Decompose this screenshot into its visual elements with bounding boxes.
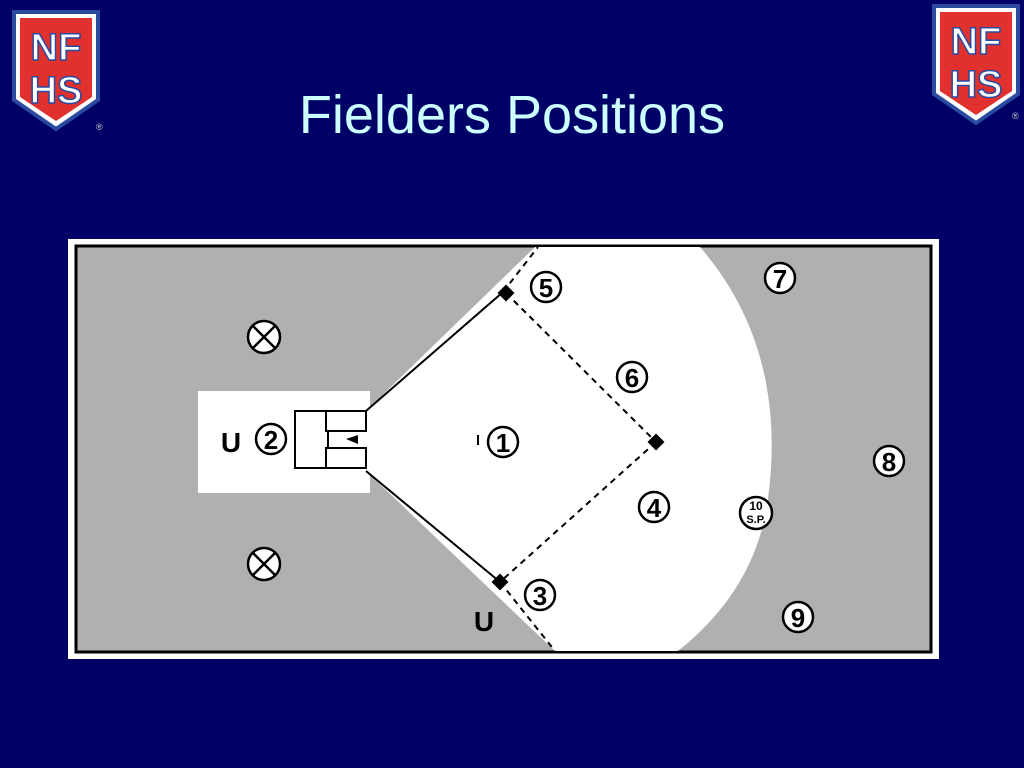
fielder-10-short-fielder: 10 S.P. <box>738 495 774 531</box>
first-base <box>491 573 509 591</box>
basepath-3-2 <box>505 292 657 443</box>
fielder-8: 8 <box>872 444 906 478</box>
umpire-plate: U <box>221 427 241 458</box>
svg-text:1: 1 <box>496 428 510 458</box>
fielder-6: 6 <box>615 360 649 394</box>
svg-text:7: 7 <box>773 264 787 294</box>
fielder-4: 4 <box>637 490 671 524</box>
svg-text:3: 3 <box>533 581 547 611</box>
fielder-3: 3 <box>523 578 557 612</box>
field-diagram: 1 2 3 4 5 6 7 8 <box>68 239 939 659</box>
field-diagram-svg: 1 2 3 4 5 6 7 8 <box>74 244 933 654</box>
logo-right-line1: NF <box>951 21 1002 63</box>
svg-text:2: 2 <box>264 425 278 455</box>
svg-text:10: 10 <box>749 499 763 513</box>
slide-title: Fielders Positions <box>298 85 726 145</box>
nfhs-logo-left: NF HS ® <box>12 10 103 132</box>
third-base-line <box>365 291 504 412</box>
svg-text:9: 9 <box>791 603 805 633</box>
home-plate <box>346 435 358 444</box>
umpire-base: U <box>474 606 494 637</box>
nfhs-logo-right: NF HS ® <box>932 4 1020 126</box>
fielder-9: 9 <box>781 600 815 634</box>
basepath-2-1 <box>499 441 657 583</box>
svg-text:6: 6 <box>625 363 639 393</box>
svg-text:8: 8 <box>882 447 896 477</box>
second-base <box>647 433 665 451</box>
logo-left-line2: HS <box>30 70 83 112</box>
marker-x-top <box>246 319 282 355</box>
logo-right-line2: HS <box>950 64 1003 106</box>
fielder-2: 2 <box>254 422 288 456</box>
svg-text:4: 4 <box>647 493 662 523</box>
batters-boxes <box>294 410 329 469</box>
svg-text:5: 5 <box>539 273 553 303</box>
logo-right-mark: ® <box>1012 111 1019 121</box>
logo-left-line1: NF <box>31 27 82 69</box>
fielder-5: 5 <box>529 270 563 304</box>
logo-left-mark: ® <box>96 122 103 132</box>
svg-text:S.P.: S.P. <box>746 514 765 526</box>
first-base-line <box>365 470 501 583</box>
fielder-1: 1 <box>486 425 520 459</box>
marker-x-bottom <box>246 546 282 582</box>
fielder-7: 7 <box>763 261 797 295</box>
